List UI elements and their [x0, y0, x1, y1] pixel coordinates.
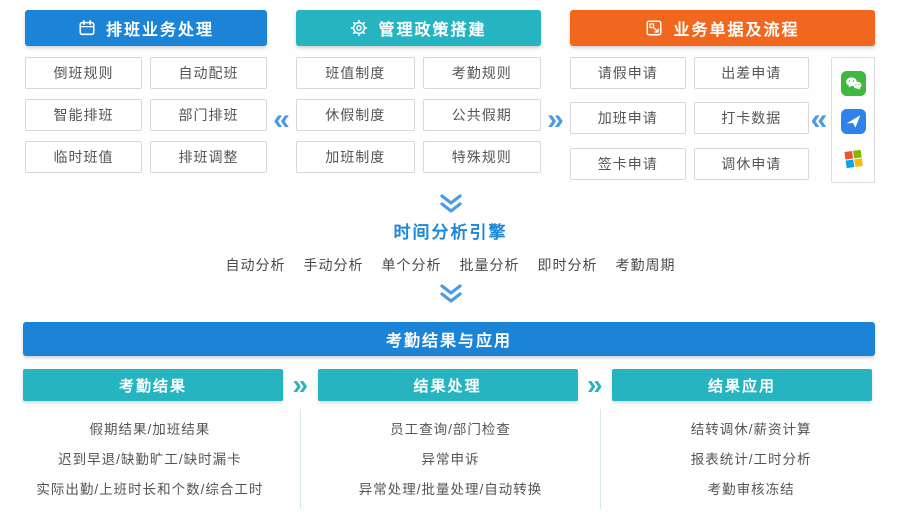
wechat-icon: [840, 70, 866, 96]
chevron-right-icon: »: [586, 369, 603, 400]
result-item: 迟到早退/缺勤旷工/缺时漏卡: [58, 452, 242, 467]
results-banner: 考勤结果与应用: [23, 322, 875, 356]
flow-box: 倒班规则: [25, 57, 142, 89]
analysis-mode: 自动分析: [225, 257, 286, 273]
flow-box: 自动配班: [150, 57, 267, 89]
result-item: 结转调休/薪资计算: [690, 422, 812, 437]
flow-box: 打卡数据: [693, 102, 809, 135]
flow-box: 出差申请: [693, 57, 809, 89]
scheduling-grid: 倒班规则 自动配班 智能排班 部门排班 临时班值 排班调整: [25, 57, 267, 173]
results-column-attendance: 假期结果/加班结果 迟到早退/缺勤旷工/缺时漏卡 实际出勤/上班时长和个数/综合…: [0, 409, 300, 509]
flow-box: 调休申请: [693, 147, 809, 180]
result-item: 实际出勤/上班时长和个数/综合工时: [36, 482, 264, 497]
flow-box: 签卡申请: [570, 147, 686, 180]
connector-gap: »: [283, 371, 318, 399]
paperplane-app-icon: [840, 108, 866, 134]
result-item: 异常处理/批量处理/自动转换: [358, 482, 543, 497]
gear-icon: [350, 19, 368, 37]
flow-box: 加班制度: [296, 141, 415, 173]
chevron-down-icon: [0, 194, 901, 213]
results-column-application: 结转调休/薪资计算 报表统计/工时分析 考勤审核冻结: [600, 409, 901, 509]
chevron-right-icon: »: [292, 369, 309, 400]
result-item: 异常申诉: [421, 452, 480, 467]
business-docs-grid: 请假申请 出差申请 加班申请 打卡数据 签卡申请 调休申请: [570, 57, 809, 183]
subheader-attendance-results: 考勤结果: [23, 369, 283, 401]
chevron-down-icon: [0, 284, 901, 303]
calendar-icon: [78, 19, 96, 37]
flow-box: 排班调整: [150, 141, 267, 173]
policy-grid: 班值制度 考勤规则 休假制度 公共假期 加班制度 特殊规则: [296, 57, 541, 173]
flow-box: 休假制度: [296, 99, 415, 131]
app-source-strip: [831, 57, 875, 183]
results-lists: 假期结果/加班结果 迟到早退/缺勤旷工/缺时漏卡 实际出勤/上班时长和个数/综合…: [0, 409, 901, 509]
flow-box: 特殊规则: [422, 141, 541, 173]
top-section: 排班业务处理 倒班规则 自动配班 智能排班 部门排班 临时班值 排班调整 «: [0, 0, 901, 183]
header-scheduling: 排班业务处理: [25, 10, 267, 46]
chevron-right-icon: »: [547, 103, 564, 136]
result-item: 员工查询/部门检查: [390, 422, 511, 437]
subheader-result-application: 结果应用: [612, 369, 872, 401]
header-scheduling-label: 排班业务处理: [105, 22, 214, 39]
analysis-mode: 批量分析: [459, 257, 520, 273]
flow-box: 临时班值: [25, 141, 142, 173]
header-policy: 管理政策搭建: [296, 10, 541, 46]
flow-box: 加班申请: [570, 102, 686, 135]
subheader-result-processing: 结果处理: [317, 369, 578, 401]
windows-icon: [842, 147, 865, 170]
analysis-mode: 手动分析: [303, 257, 364, 273]
column-business-docs: 业务单据及流程 请假申请 出差申请 加班申请 打卡数据 签卡申请 调休申请 «: [570, 10, 875, 183]
connector-gap: »: [578, 371, 613, 399]
flow-box: 智能排班: [25, 99, 142, 131]
chevron-left-icon: «: [273, 103, 290, 136]
document-flow-icon: [645, 19, 663, 37]
flow-box: 部门排班: [150, 99, 267, 131]
result-item: 假期结果/加班结果: [89, 422, 211, 437]
chevron-left-icon: «: [810, 103, 828, 136]
result-item: 报表统计/工时分析: [690, 452, 812, 467]
connector-gap: »: [541, 10, 570, 183]
results-column-processing: 员工查询/部门检查 异常申诉 异常处理/批量处理/自动转换: [299, 409, 601, 509]
flow-box: 请假申请: [570, 57, 686, 89]
flow-box: 公共假期: [422, 99, 541, 131]
column-policy: 管理政策搭建 班值制度 考勤规则 休假制度 公共假期 加班制度 特殊规则: [296, 10, 541, 173]
connector-gap: «: [267, 10, 296, 183]
header-business-docs: 业务单据及流程: [570, 10, 875, 46]
analysis-mode: 单个分析: [381, 257, 442, 273]
analysis-modes: 自动分析 手动分析 单个分析 批量分析 即时分析 考勤周期: [0, 255, 901, 275]
connector-gap: «: [809, 57, 829, 183]
engine-title: 时间分析引擎: [393, 223, 508, 242]
column-scheduling: 排班业务处理 倒班规则 自动配班 智能排班 部门排班 临时班值 排班调整: [25, 10, 267, 173]
flow-box: 班值制度: [296, 57, 415, 89]
analysis-mode: 即时分析: [537, 257, 598, 273]
header-business-docs-label: 业务单据及流程: [673, 22, 800, 39]
flow-box: 考勤规则: [422, 57, 541, 89]
business-docs-body: 请假申请 出差申请 加班申请 打卡数据 签卡申请 调休申请 «: [570, 57, 875, 183]
header-policy-label: 管理政策搭建: [378, 22, 487, 39]
result-item: 考勤审核冻结: [707, 482, 795, 497]
analysis-mode: 考勤周期: [615, 257, 676, 273]
results-subheaders: 考勤结果 » 结果处理 » 结果应用: [23, 369, 872, 401]
